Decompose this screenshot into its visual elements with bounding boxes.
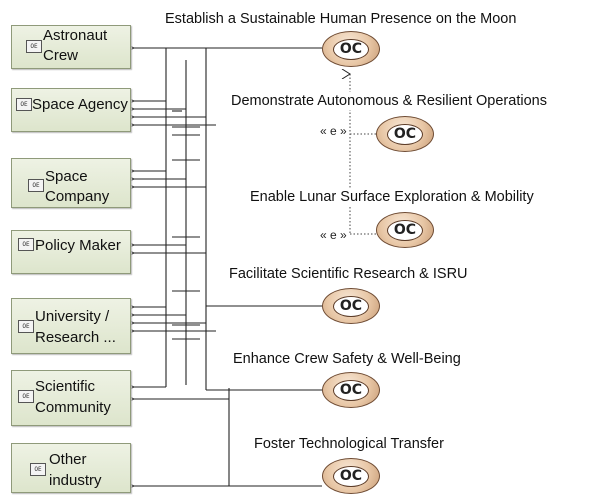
- actor-astronaut-crew[interactable]: OE Astronaut Crew: [11, 25, 131, 69]
- actor-label: Company: [45, 188, 110, 205]
- capability-title: Enhance Crew Safety & Well-Being: [232, 350, 462, 368]
- actor-label: industry: [49, 472, 102, 489]
- actor-policy-maker[interactable]: OE Policy Maker: [11, 230, 131, 274]
- capability-title: Demonstrate Autonomous & Resilient Opera…: [230, 92, 548, 110]
- oc-icon: OC: [387, 220, 423, 241]
- actor-label: Research ...: [35, 329, 116, 346]
- actor-label: Policy Maker: [35, 237, 121, 254]
- oc-icon: OC: [333, 380, 369, 401]
- operational-entity-icon: OE: [26, 40, 42, 53]
- capability-node-crew-safety[interactable]: OC: [322, 372, 380, 408]
- actor-label: University /: [35, 308, 110, 325]
- capability-node-surface-exploration[interactable]: OC: [376, 212, 434, 248]
- extend-label: « e »: [320, 124, 347, 138]
- capability-node-scientific-research[interactable]: OC: [322, 288, 380, 324]
- actor-label: Space: [45, 168, 88, 185]
- oc-icon: OC: [333, 39, 369, 60]
- actor-label: Astronaut: [43, 27, 108, 44]
- actor-label: Crew: [43, 47, 79, 64]
- capability-title: Facilitate Scientific Research & ISRU: [228, 265, 469, 283]
- capability-title: Foster Technological Transfer: [253, 435, 445, 453]
- actor-label: Other: [49, 451, 87, 468]
- actor-label: Scientific: [35, 378, 96, 395]
- capability-title: Enable Lunar Surface Exploration & Mobil…: [249, 188, 535, 206]
- oc-icon: OC: [387, 124, 423, 145]
- operational-entity-icon: OE: [18, 320, 34, 333]
- capability-title: Establish a Sustainable Human Presence o…: [164, 10, 518, 28]
- operational-entity-icon: OE: [28, 179, 44, 192]
- oc-icon: OC: [333, 466, 369, 487]
- operational-entity-icon: OE: [16, 98, 32, 111]
- actor-label: Community: [35, 399, 111, 416]
- capability-node-tech-transfer[interactable]: OC: [322, 458, 380, 494]
- actor-label: Space Agency: [32, 96, 128, 113]
- actor-space-agency[interactable]: OE Space Agency: [11, 88, 131, 132]
- actor-other-industry[interactable]: OE Other industry: [11, 443, 131, 493]
- capability-node-sustainable-presence[interactable]: OC: [322, 31, 380, 67]
- actor-scientific-community[interactable]: OE Scientific Community: [11, 370, 131, 426]
- oc-icon: OC: [333, 296, 369, 317]
- operational-entity-icon: OE: [30, 463, 46, 476]
- capability-node-autonomous-operations[interactable]: OC: [376, 116, 434, 152]
- extend-label: « e »: [320, 228, 347, 242]
- operational-entity-icon: OE: [18, 390, 34, 403]
- actor-space-company[interactable]: OE Space Company: [11, 158, 131, 208]
- actor-university-research[interactable]: OE University / Research ...: [11, 298, 131, 354]
- operational-entity-icon: OE: [18, 238, 34, 251]
